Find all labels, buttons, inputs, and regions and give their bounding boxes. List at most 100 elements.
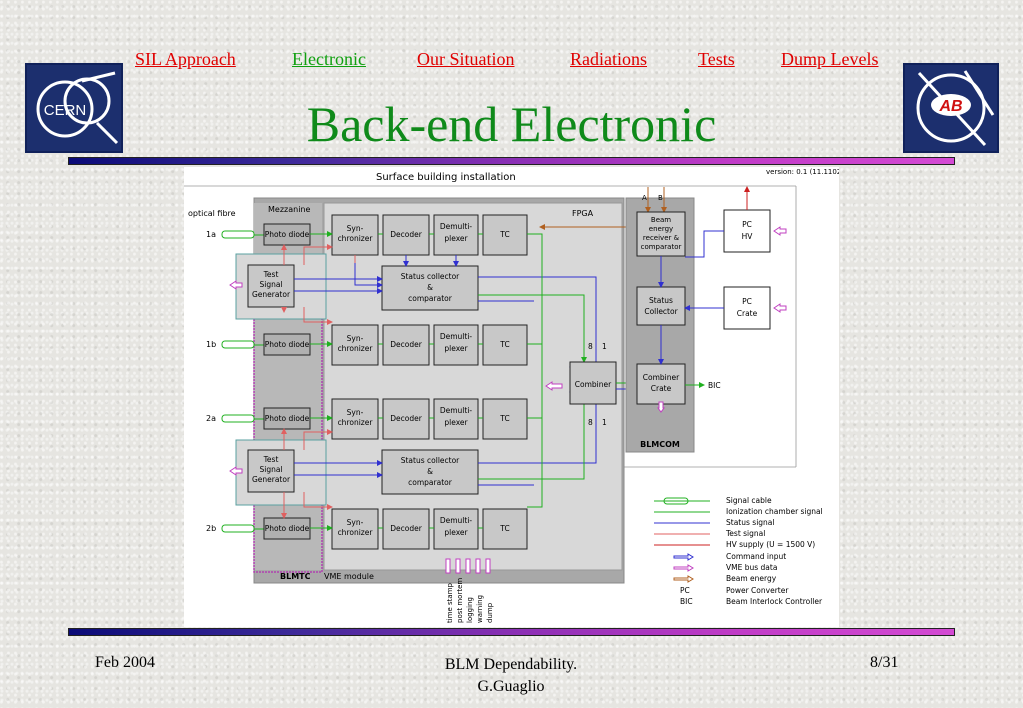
svg-text:receiver &: receiver & (643, 234, 680, 242)
svg-text:Status collector: Status collector (401, 272, 460, 281)
svg-text:Demulti-: Demulti- (440, 406, 473, 415)
svg-text:VME bus data: VME bus data (726, 563, 777, 572)
demultiplexer-box (433, 398, 479, 440)
status-collector-box (636, 286, 686, 326)
svg-text:Test: Test (263, 270, 279, 279)
svg-text:Syn-: Syn- (347, 224, 364, 233)
svg-text:plexer: plexer (444, 528, 468, 537)
synchronizer-box (331, 324, 379, 366)
beam-energy-receiver-box (636, 211, 686, 257)
decoder-box (382, 508, 430, 550)
optical-fibre-label: optical fibre (188, 209, 236, 218)
svg-text:plexer: plexer (444, 234, 468, 243)
channel-label: 2b (206, 524, 216, 533)
combiner-crate-box (636, 363, 686, 405)
tc-box (482, 214, 528, 256)
svg-text:Ionization chamber signal: Ionization chamber signal (726, 507, 823, 516)
demultiplexer-box (433, 508, 479, 550)
nav-electronic[interactable]: Electronic (292, 49, 366, 69)
svg-text:Crate: Crate (651, 384, 672, 393)
svg-text:Power Converter: Power Converter (726, 586, 789, 595)
nav-radiations[interactable]: Radiations (570, 49, 647, 69)
tc-box (482, 398, 528, 440)
svg-text:energy: energy (649, 225, 673, 233)
channel-label: 2a (206, 414, 216, 423)
bottom-divider (68, 628, 955, 636)
footer-center: BLM Dependability. G.Guaglio (411, 654, 611, 698)
test-signal-generator-box (247, 264, 295, 308)
svg-text:chronizer: chronizer (338, 234, 374, 243)
svg-text:PC: PC (742, 297, 752, 306)
svg-text:comparator: comparator (641, 243, 682, 251)
svg-text:A: A (642, 194, 647, 202)
svg-text:TC: TC (499, 230, 509, 239)
page-title: Back-end Electronic (306, 96, 717, 152)
svg-text:Signal: Signal (259, 280, 282, 289)
blmtc-label: BLMTC (280, 572, 311, 581)
svg-text:Generator: Generator (252, 475, 291, 484)
svg-text:Syn-: Syn- (347, 518, 364, 527)
synchronizer-box (331, 214, 379, 256)
footer-presentation-title: BLM Dependability. (444, 656, 578, 673)
svg-text:TC: TC (499, 524, 509, 533)
svg-text:Test: Test (263, 455, 279, 464)
mezzanine-label: Mezzanine (268, 205, 310, 214)
svg-text:HV: HV (742, 232, 754, 241)
svg-text:HV supply (U = 1500 V): HV supply (U = 1500 V) (726, 540, 815, 549)
svg-text:AB: AB (938, 98, 962, 115)
svg-text:Beam energy: Beam energy (726, 574, 777, 583)
svg-text:Photo diode: Photo diode (265, 230, 310, 239)
svg-text:8: 8 (588, 418, 593, 427)
pc-hv-box (723, 209, 771, 253)
svg-text:chronizer: chronizer (338, 528, 374, 537)
tc-box (482, 324, 528, 366)
svg-text:1: 1 (602, 342, 607, 351)
svg-text:Photo diode: Photo diode (265, 414, 310, 423)
synchronizer-box (331, 398, 379, 440)
svg-text:&: & (427, 283, 433, 292)
diagram-legend: Signal cable Ionization chamber signal S… (654, 496, 823, 606)
svg-text:Status collector: Status collector (401, 456, 460, 465)
svg-text:BIC: BIC (680, 597, 693, 606)
svg-text:chronizer: chronizer (338, 344, 374, 353)
svg-text:Collector: Collector (644, 307, 678, 316)
decoder-box (382, 324, 430, 366)
svg-text:1: 1 (602, 418, 607, 427)
svg-text:CERN: CERN (44, 102, 87, 119)
status-collector-comparator-box (381, 449, 479, 495)
nav-our-situation[interactable]: Our Situation (417, 49, 515, 69)
svg-text:Signal cable: Signal cable (726, 496, 772, 505)
svg-text:comparator: comparator (408, 478, 453, 487)
svg-text:Demulti-: Demulti- (440, 516, 473, 525)
svg-text:Demulti-: Demulti- (440, 222, 473, 231)
top-divider (68, 157, 955, 165)
channel-row: 1a Photo diode Syn- chronizer Decoder De… (206, 214, 528, 256)
channel-row: 2a Photo diode Syn- chronizer Decoder De… (206, 398, 528, 440)
svg-text:Decoder: Decoder (390, 414, 422, 423)
demultiplexer-box (433, 214, 479, 256)
svg-text:comparator: comparator (408, 294, 453, 303)
svg-text:Photo diode: Photo diode (265, 524, 310, 533)
svg-text:PC: PC (680, 586, 690, 595)
svg-text:Demulti-: Demulti- (440, 332, 473, 341)
channel-label: 1a (206, 230, 216, 239)
svg-text:plexer: plexer (444, 344, 468, 353)
svg-text:Beam Interlock Controller: Beam Interlock Controller (726, 597, 823, 606)
svg-text:Combiner: Combiner (575, 380, 612, 389)
channel-label: 1b (206, 340, 216, 349)
svg-text:Photo diode: Photo diode (265, 340, 310, 349)
fpga-label: FPGA (572, 209, 594, 218)
nav-dump-levels[interactable]: Dump Levels (781, 49, 879, 69)
diagram-version: version: 0.1 (11.1102) (766, 168, 839, 176)
svg-text:Beam: Beam (651, 216, 671, 224)
diagram-heading: Surface building installation (376, 172, 516, 183)
svg-text:Command input: Command input (726, 552, 786, 561)
svg-text:chronizer: chronizer (338, 418, 374, 427)
svg-text:Signal: Signal (259, 465, 282, 474)
svg-text:Crate: Crate (737, 309, 758, 318)
svg-text:warning: warning (476, 595, 484, 623)
footer-page-number: 8/31 (870, 654, 899, 671)
nav-tests[interactable]: Tests (698, 49, 735, 69)
nav-sil-approach[interactable]: SIL Approach (135, 49, 236, 69)
decoder-box (382, 214, 430, 256)
